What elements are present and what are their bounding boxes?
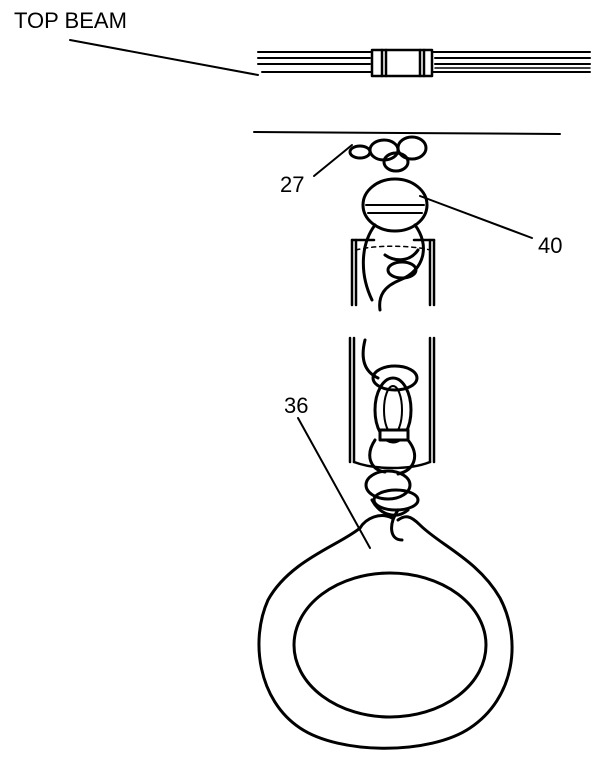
label-top-beam: TOP BEAM xyxy=(14,8,127,33)
label-part-36: 36 xyxy=(284,393,308,418)
beam-bracket xyxy=(370,48,434,78)
leader-40 xyxy=(419,195,533,239)
leader-top-beam xyxy=(69,39,259,76)
label-part-40: 40 xyxy=(538,233,562,258)
label-part-27: 27 xyxy=(280,172,304,197)
leader-lines xyxy=(69,39,533,549)
chain-upper xyxy=(348,135,429,312)
leader-36 xyxy=(297,417,371,549)
ring xyxy=(257,514,514,750)
sleeve-lower xyxy=(348,336,436,470)
beam-bottom-line xyxy=(253,131,561,135)
leader-27 xyxy=(313,144,353,177)
chain-lower xyxy=(361,338,420,542)
sleeve-upper xyxy=(350,238,436,307)
